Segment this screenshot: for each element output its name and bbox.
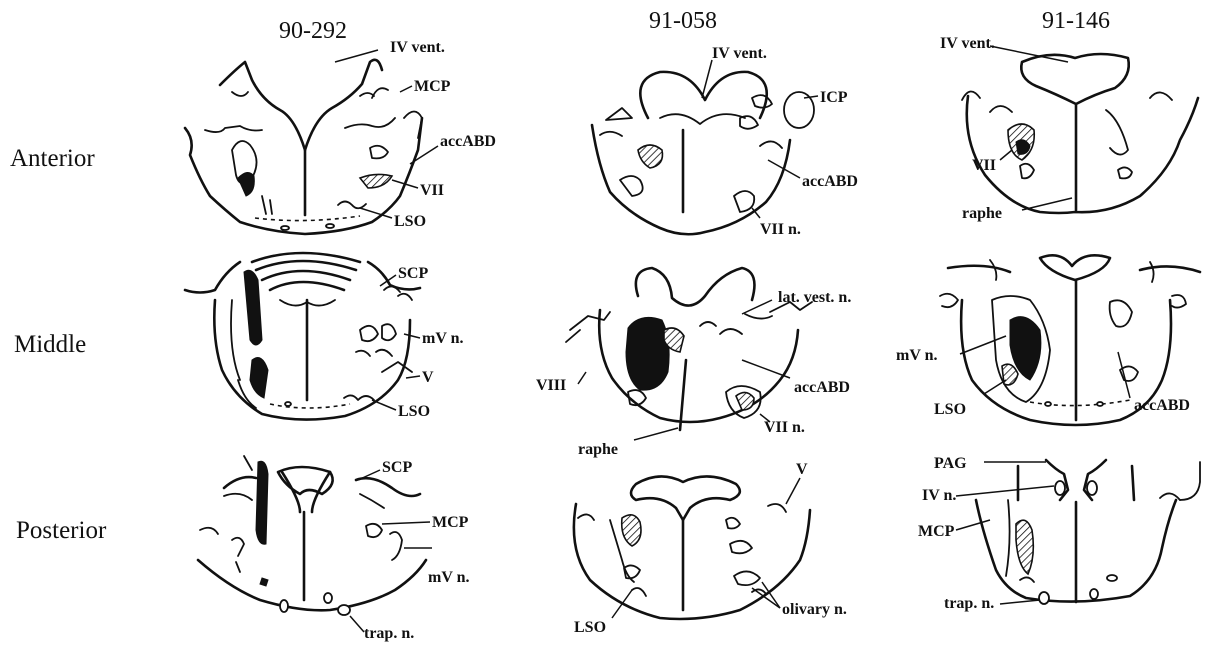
label-raphe: raphe [578, 441, 618, 458]
label-accabd: accABD [440, 133, 496, 150]
label-iv-vent: IV vent. [712, 45, 767, 62]
label-icp: ICP [820, 89, 848, 106]
label-raphe: raphe [962, 205, 1002, 222]
label-lso: LSO [394, 213, 426, 230]
label-trap-n: trap. n. [944, 595, 994, 612]
label-lat-vest-n: lat. vest. n. [778, 289, 851, 306]
label-lso: LSO [934, 401, 966, 418]
section-91-146-middle: mV n. LSO accABD [896, 255, 1200, 425]
column-title-91-058: 91-058 [649, 8, 717, 34]
label-mv-n: mV n. [422, 330, 464, 347]
label-v: V [422, 369, 434, 386]
label-mcp: MCP [414, 78, 451, 95]
section-90-292-middle: SCP mV n. V LSO [185, 253, 464, 420]
label-iv-vent: IV vent. [940, 35, 995, 52]
label-scp: SCP [398, 265, 428, 282]
label-trap-n: trap. n. [364, 625, 414, 642]
label-mv-n: mV n. [896, 347, 938, 364]
section-90-292-posterior: SCP MCP mV n. trap. n. [198, 456, 470, 642]
label-accabd: accABD [794, 379, 850, 396]
label-viii: VIII [536, 377, 566, 394]
label-iv-n: IV n. [922, 487, 956, 504]
section-91-146-anterior: IV vent. VII raphe [940, 35, 1198, 222]
column-title-90-292: 90-292 [279, 18, 347, 44]
label-accabd: accABD [802, 173, 858, 190]
label-pag: PAG [934, 455, 967, 472]
section-91-058-anterior: IV vent. ICP accABD VII n. [592, 45, 858, 238]
row-title-anterior: Anterior [10, 145, 95, 172]
label-scp: SCP [382, 459, 412, 476]
row-title-middle: Middle [14, 331, 86, 358]
label-vii-n: VII n. [764, 419, 805, 436]
section-91-146-posterior: PAG IV n. MCP trap. n. [918, 455, 1200, 612]
label-vii: VII [972, 157, 996, 174]
section-90-292-anterior: IV vent. MCP accABD VII LSO [185, 39, 496, 234]
label-vii-n: VII n. [760, 221, 801, 238]
label-iv-vent: IV vent. [390, 39, 445, 56]
label-vii: VII [420, 182, 444, 199]
label-olivary-n: olivary n. [782, 601, 847, 618]
section-91-058-posterior: V LSO olivary n. [574, 461, 847, 636]
label-lso: LSO [574, 619, 606, 636]
label-v: V [796, 461, 808, 478]
column-title-91-146: 91-146 [1042, 8, 1110, 34]
label-lso: LSO [398, 403, 430, 420]
row-title-posterior: Posterior [16, 517, 107, 544]
label-mcp: MCP [918, 523, 955, 540]
section-91-058-middle: lat. vest. n. VIII accABD raphe VII n. [536, 268, 851, 458]
label-mv-n: mV n. [428, 569, 470, 586]
label-mcp: MCP [432, 514, 469, 531]
label-accabd: accABD [1134, 397, 1190, 414]
